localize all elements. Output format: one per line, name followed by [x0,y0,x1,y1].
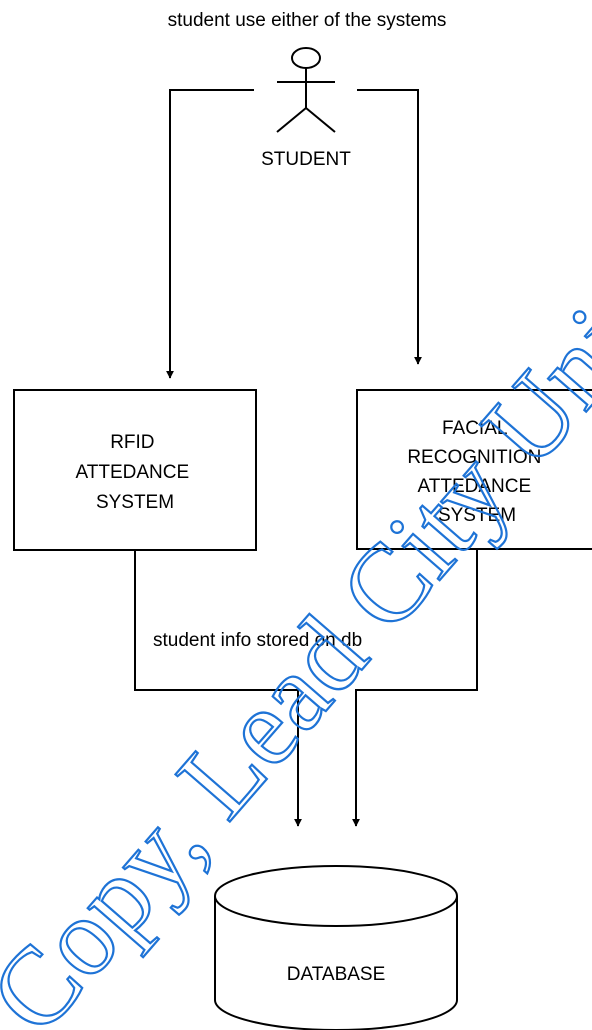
rfid-line-1: RFID [110,432,154,453]
actor-label: STUDENT [261,149,351,170]
diagram-caption: student use either of the systems [168,10,447,31]
facial-recognition-box [356,389,592,550]
facial-recognition-label: FACIAL RECOGNITION ATTEDANCE SYSTEM [407,418,546,526]
facial-line-3: ATTEDANCE [418,476,532,497]
store-caption: student info stored on db [153,630,362,651]
rfid-line-3: SYSTEM [96,492,174,513]
facial-to-db-connector [352,549,478,827]
rfid-system-box [13,389,257,551]
actor-to-rfid-connector [166,89,254,379]
rfid-to-db-connector [134,550,302,827]
student-actor-icon [276,47,336,133]
facial-line-4: SYSTEM [438,505,516,526]
facial-line-2: RECOGNITION [407,447,541,468]
database-label: DATABASE [287,964,386,985]
actor-to-facial-connector [357,89,422,365]
rfid-system-label: RFID ATTEDANCE SYSTEM [76,432,195,513]
rfid-line-2: ATTEDANCE [76,462,190,483]
database-cylinder [214,865,458,1030]
facial-line-1: FACIAL [442,418,507,439]
